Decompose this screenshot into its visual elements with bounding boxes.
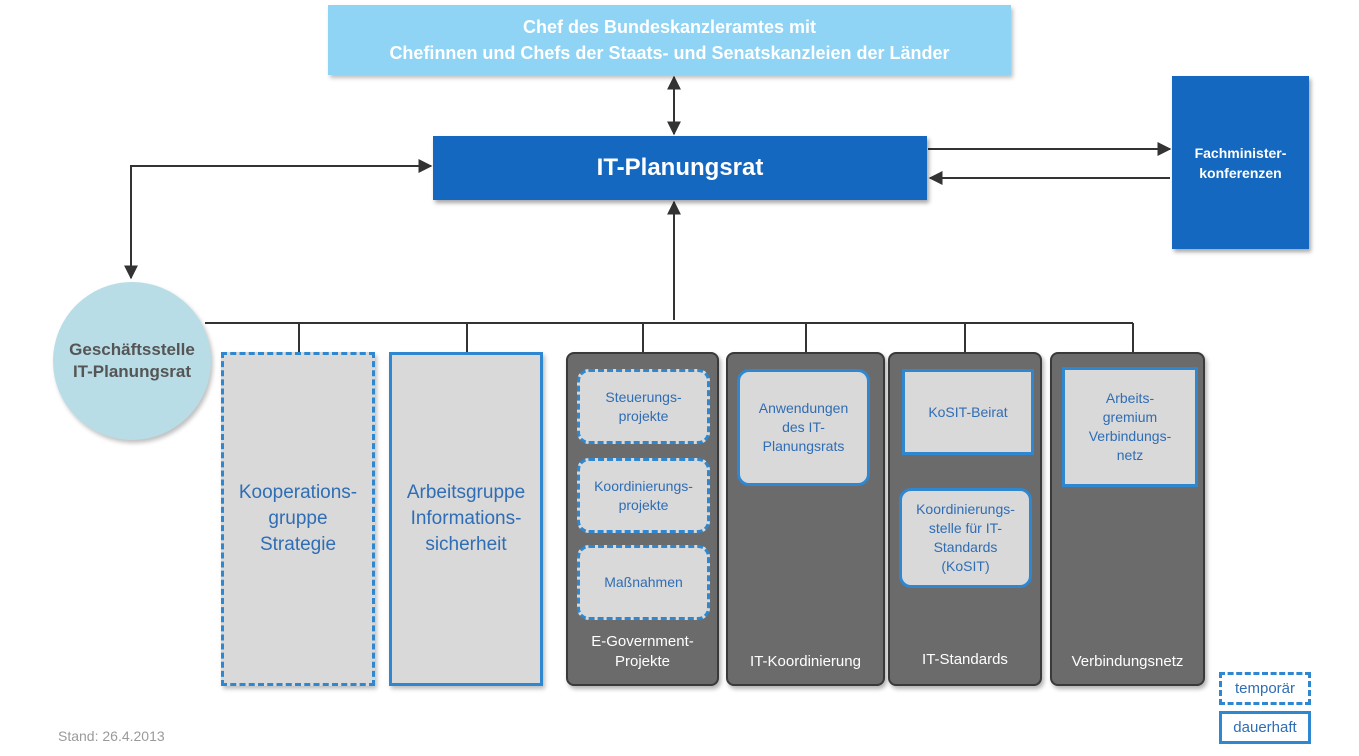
ag-line2: Informations- — [410, 508, 522, 529]
stand-date: Stand: 26.4.2013 — [58, 728, 165, 744]
steuerungsprojekte-box: Steuerungs- projekte — [577, 369, 710, 444]
koord-line1: Koordinierungs- — [594, 477, 693, 494]
anw-line2: des IT- — [782, 419, 825, 435]
fachministerkonferenzen-box: Fachminister- konferenzen — [1172, 76, 1309, 249]
kg-line3: Strategie — [259, 534, 337, 555]
legend-dauerhaft: dauerhaft — [1219, 711, 1311, 744]
verbindungsnetz-label: Verbindungsnetz — [1071, 653, 1184, 670]
gremium-line1: Arbeits- — [1105, 390, 1155, 406]
kooperationsgruppe-box: Kooperations- gruppe Strategie — [221, 352, 375, 686]
legend-temporaer-label: temporär — [1234, 680, 1296, 697]
fach-line1: Fachminister- — [1194, 144, 1287, 161]
legend-dauerhaft-label: dauerhaft — [1233, 719, 1297, 736]
top-box-line1: Chef des Bundeskanzleramtes mit — [522, 17, 817, 37]
egov-label: E-Government- Projekte — [568, 632, 717, 672]
kg-line1: Kooperations- — [238, 482, 358, 503]
it-planungsrat-box: IT-Planungsrat — [433, 136, 927, 200]
steuerung-line1: Steuerungs- — [605, 388, 682, 405]
gs-line1: Geschäftsstelle — [69, 340, 195, 359]
gremium-line3: Verbindungs- — [1088, 428, 1172, 444]
egov-label-line2: Projekte — [614, 653, 671, 670]
anwendungen-box: Anwendungen des IT- Planungsrats — [737, 369, 870, 486]
gremium-line2: gremium — [1102, 409, 1158, 425]
it-standards-label: IT-Standards — [922, 651, 1008, 668]
massnahmen-label: Maßnahmen — [604, 574, 683, 590]
kosit-line4: (KoSIT) — [941, 558, 990, 574]
chef-bundeskanzleramt-box: Chef des Bundeskanzleramtes mit Chefinne… — [328, 5, 1011, 75]
ag-line3: sicherheit — [425, 534, 507, 555]
egov-panel: Steuerungs- projekte Koordinierungs- pro… — [566, 352, 719, 686]
koordinierungsprojekte-box: Koordinierungs- projekte — [577, 458, 710, 533]
ag-line1: Arbeitsgruppe — [406, 482, 526, 503]
kosit-line2: stelle für IT- — [928, 520, 1003, 536]
arrow-gs-itpr — [124, 159, 433, 280]
anw-line3: Planungsrats — [762, 438, 845, 454]
geschaeftsstelle-circle: Geschäftsstelle IT-Planungsrat — [53, 282, 211, 440]
kosit-beirat-box: KoSIT-Beirat — [902, 369, 1034, 455]
it-planungsrat-label: IT-Planungsrat — [596, 154, 764, 181]
kosit-box: Koordinierungs- stelle für IT- Standards… — [899, 488, 1032, 588]
kg-line2: gruppe — [268, 508, 328, 529]
top-box-line2: Chefinnen und Chefs der Staats- und Sena… — [389, 43, 950, 63]
fach-line2: konferenzen — [1199, 164, 1282, 181]
arbeitsgremium-box: Arbeits- gremium Verbindungs- netz — [1062, 367, 1198, 487]
koord-line2: projekte — [618, 496, 669, 513]
it-koordinierung-panel: Anwendungen des IT- Planungsrats IT-Koor… — [726, 352, 885, 686]
massnahmen-box: Maßnahmen — [577, 545, 710, 620]
beirat-label: KoSIT-Beirat — [928, 403, 1008, 420]
kosit-line1: Koordinierungs- — [916, 501, 1015, 517]
anw-line1: Anwendungen — [758, 400, 849, 416]
steuerung-line2: projekte — [618, 407, 669, 424]
it-koordinierung-label: IT-Koordinierung — [750, 653, 861, 670]
egov-label-line1: E-Government- — [591, 633, 694, 650]
verbindungsnetz-panel: Arbeits- gremium Verbindungs- netz Verbi… — [1050, 352, 1205, 686]
kosit-line3: Standards — [933, 539, 998, 555]
gremium-line4: netz — [1116, 447, 1144, 463]
it-standards-panel: KoSIT-Beirat Koordinierungs- stelle für … — [888, 352, 1042, 686]
gs-line2: IT-Planungsrat — [72, 362, 192, 381]
arbeitsgruppe-box: Arbeitsgruppe Informations- sicherheit — [389, 352, 543, 686]
legend-temporaer: temporär — [1219, 672, 1311, 705]
